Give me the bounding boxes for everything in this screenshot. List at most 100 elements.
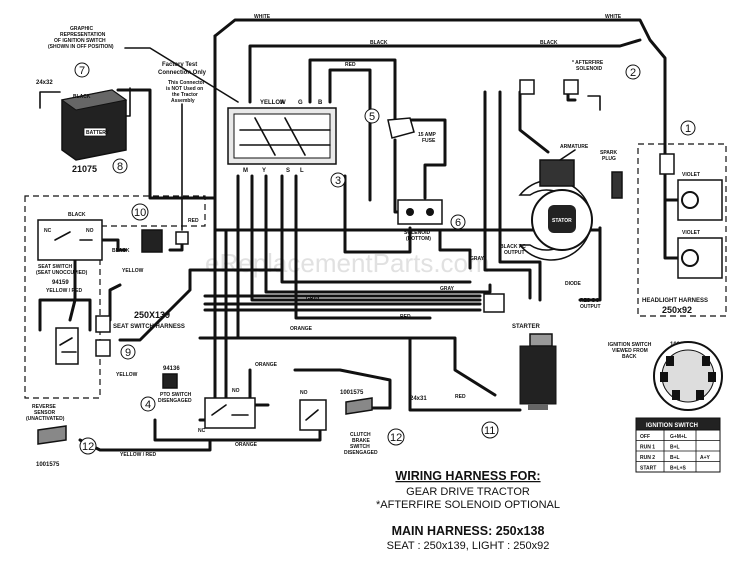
wire-white-2: WHITE xyxy=(605,14,622,20)
svg-text:2: 2 xyxy=(630,67,636,79)
svg-text:9: 9 xyxy=(125,347,131,359)
reverse-line2: SENSOR xyxy=(34,410,56,416)
wire-bundle xyxy=(38,18,687,452)
headlights: VIOLET VIOLET HEADLIGHT HARNESS 250x92 xyxy=(642,153,723,315)
ignition-table: IGNITION SWITCH OFF G+M+L RUN 1 B+L RUN … xyxy=(635,417,721,473)
callout-5: 5 xyxy=(364,108,380,124)
seat-sw-line2: (SEAT UNOCCUPIED) xyxy=(36,270,88,276)
callout-2: 2 xyxy=(625,64,641,80)
wire-orange-1: ORANGE xyxy=(290,326,313,332)
armature-label: ARMATURE xyxy=(560,144,589,150)
wire-red-1: RED xyxy=(345,62,356,68)
svg-text:12: 12 xyxy=(82,441,94,453)
solenoid-line1: SOLENOID xyxy=(404,230,431,236)
spark-line1: SPARK xyxy=(600,150,618,156)
pto-nc: NC xyxy=(198,428,206,434)
graphic-ign-line3: OF IGNITION SWITCH xyxy=(54,38,106,44)
callout-12a: 12 xyxy=(387,428,405,446)
black-ac-line1: BLACK AC xyxy=(500,244,526,250)
headlight-harness-outline xyxy=(637,143,727,317)
seat-sw-line1: SEAT SWITCH xyxy=(38,264,72,270)
wire-yellow-red-bottom: YELLOW / RED xyxy=(120,452,157,458)
fuse: 15 AMP FUSE xyxy=(387,117,437,144)
callout-9: 9 xyxy=(120,344,136,360)
seat-harness-num: 250X139 xyxy=(134,310,170,320)
svg-text:5: 5 xyxy=(369,111,375,123)
pto-line1: PTO SWITCH xyxy=(160,392,192,398)
battery-black-label: BLACK xyxy=(73,94,91,100)
title-heading: WIRING HARNESS FOR: xyxy=(395,469,540,483)
reverse-line3: (UNACTIVATED) xyxy=(26,416,65,422)
callout-7: 7 xyxy=(74,62,90,78)
clutch-line2: BRAKE xyxy=(352,438,370,444)
clutch-no: NO xyxy=(300,390,308,396)
ign-b: B xyxy=(318,100,323,106)
wire-gray-3: GRAY xyxy=(470,256,485,262)
svg-text:7: 7 xyxy=(79,65,85,77)
factory-test-line1: Factory Test xyxy=(162,62,197,68)
svg-text:4: 4 xyxy=(145,399,151,411)
fuse-line1: 15 AMP xyxy=(418,132,437,138)
clutch-switch: NO 1001575 CLUTCH BRAKE SWITCH DISENGAGE… xyxy=(299,390,378,456)
wire-orange-2: ORANGE xyxy=(255,362,278,368)
ign-m: M xyxy=(243,168,248,174)
factory-note-line3: the Tractor xyxy=(172,92,198,98)
wire-red-2: RED xyxy=(188,218,199,224)
callout-3: 3 xyxy=(330,172,346,188)
graphic-ign-line4: (SHOWN IN OFF POSITION) xyxy=(48,44,114,50)
engine-stator: STATOR ARMATURE SPARK PLUG BLACK AC OUTP… xyxy=(483,144,623,313)
wire-red-4: RED xyxy=(455,394,466,400)
ign-row-start-val: B+L+S xyxy=(670,466,687,472)
wire-yellow-bottom: YELLOW xyxy=(116,372,138,378)
ign-row-run2-val2: A+Y xyxy=(700,455,711,461)
ign-view-line3: BACK xyxy=(622,354,637,360)
stator-label: STATOR xyxy=(552,218,572,224)
title-block: WIRING HARNESS FOR: GEAR DRIVE TRACTOR *… xyxy=(376,469,560,552)
ign-view-line1: IGNITION SWITCH xyxy=(608,342,652,348)
ign-yellow-label: YELLOW xyxy=(260,100,286,106)
battery-label: BATTERY xyxy=(86,130,110,136)
gray-wires xyxy=(203,294,482,312)
clutch-part: 1001575 xyxy=(340,390,364,396)
title-main: MAIN HARNESS: 250x138 xyxy=(392,524,545,538)
svg-text:3: 3 xyxy=(335,175,341,187)
callout-6: 6 xyxy=(450,214,466,230)
ign-g: G xyxy=(298,100,303,106)
wire-gray-1: GRAY xyxy=(306,296,321,302)
ign-row-off: OFF xyxy=(640,434,650,440)
solenoid-line2: (BOTTOM) xyxy=(406,236,431,242)
wire-labels: WHITE WHITE BLACK BLACK RED RED RED RED … xyxy=(68,14,622,458)
wire-black-seat-2: BLACK xyxy=(112,248,130,254)
violet-label-1: VIOLET xyxy=(682,172,700,178)
factory-test-line2: Connection Only xyxy=(158,70,207,76)
clutch-line1: CLUTCH xyxy=(350,432,371,438)
afterfire-solenoid: * AFTERFIRE SOLENOID xyxy=(519,60,604,111)
ign-row-off-val: G+M+L xyxy=(670,434,687,440)
ign-row-run1-val: B+L xyxy=(670,445,680,451)
solenoid: SOLENOID (BOTTOM) xyxy=(397,199,443,242)
ign-table-header: IGNITION SWITCH xyxy=(646,423,698,429)
reverse-part: 1001575 xyxy=(36,462,60,468)
seat-switch-part: 94159 xyxy=(52,280,69,286)
headlight-harness-label: HEADLIGHT HARNESS xyxy=(642,298,708,304)
seat-yellow-red: YELLOW / RED xyxy=(46,288,83,294)
callouts: 1 2 3 4 5 6 7 8 9 10 11 12 12 xyxy=(74,62,696,455)
seat-switch: NC NO SEAT SWITCH (SEAT UNOCCUPIED) 9415… xyxy=(36,219,163,294)
starter-label: STARTER xyxy=(512,324,541,330)
ignition-switch: YELLOW M Y S L B G A xyxy=(227,100,337,174)
graphic-ign-note: GRAPHIC REPRESENTATION OF IGNITION SWITC… xyxy=(48,26,239,103)
ign-y: Y xyxy=(262,168,266,174)
callout-10: 10 xyxy=(131,203,149,221)
title-seat-light: SEAT : 250x139, LIGHT : 250x92 xyxy=(387,540,550,552)
factory-note-line2: is NOT Used on xyxy=(166,86,203,92)
headlight-harness-num: 250x92 xyxy=(662,305,692,315)
wire-black-1: BLACK xyxy=(370,40,388,46)
seat-nc: NC xyxy=(44,228,52,234)
title-line1: GEAR DRIVE TRACTOR xyxy=(406,486,530,498)
factory-test-note: Factory Test Connection Only This Connec… xyxy=(158,62,207,245)
callout-1: 1 xyxy=(680,120,696,136)
ign-row-run2: RUN 2 xyxy=(640,455,655,461)
factory-note-line4: Assembly xyxy=(171,98,195,104)
wire-white-1: WHITE xyxy=(254,14,271,20)
